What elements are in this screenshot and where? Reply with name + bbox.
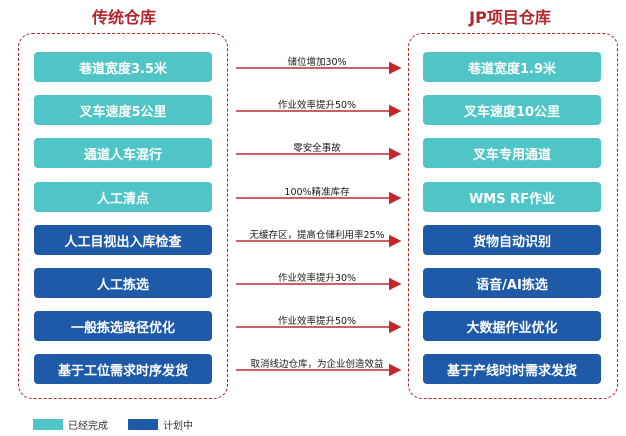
legend-label-done: 已经完成 bbox=[68, 421, 108, 432]
traditional-item: 叉车速度5公里 bbox=[34, 95, 212, 125]
improvement-note: 作业效率提升30% bbox=[277, 273, 357, 284]
improvement-note: 无缓存区，提高仓储利用率25% bbox=[249, 230, 385, 241]
jp-item: 叉车专用通道 bbox=[423, 138, 601, 168]
traditional-item: 通道人车混行 bbox=[34, 138, 212, 168]
improvement-note: 作业效率提升50% bbox=[277, 316, 357, 327]
traditional-item: 一般拣选路径优化 bbox=[34, 311, 212, 341]
left-column-title: 传统仓库 bbox=[91, 8, 156, 27]
traditional-item: 人工目视出入库检查 bbox=[34, 225, 212, 255]
improvement-note: 100%精准库存 bbox=[284, 187, 350, 198]
improvement-note: 储位增加30% bbox=[287, 57, 347, 68]
jp-item: 大数据作业优化 bbox=[423, 311, 601, 341]
traditional-item: 人工清点 bbox=[34, 182, 212, 212]
jp-item: WMS RF作业 bbox=[423, 182, 601, 212]
jp-item: 巷道宽度1.9米 bbox=[423, 52, 601, 82]
left-frame bbox=[18, 33, 228, 399]
legend-swatch-planned bbox=[128, 419, 158, 430]
improvement-note: 作业效率提升50% bbox=[277, 100, 357, 111]
jp-item: 基于产线时时需求发货 bbox=[423, 354, 601, 384]
right-frame bbox=[408, 33, 618, 399]
traditional-item: 人工拣选 bbox=[34, 268, 212, 298]
right-column-title: JP项目仓库 bbox=[469, 8, 551, 27]
legend-label-planned: 计划中 bbox=[163, 421, 193, 432]
traditional-item: 巷道宽度3.5米 bbox=[34, 52, 212, 82]
traditional-item: 基于工位需求时序发货 bbox=[34, 354, 212, 384]
improvement-note: 零安全事故 bbox=[293, 143, 341, 154]
jp-item: 语音/AI拣选 bbox=[423, 268, 601, 298]
improvement-note: 取消线边仓库，为企业创造效益 bbox=[250, 359, 384, 370]
legend-swatch-done bbox=[33, 419, 63, 430]
jp-item: 叉车速度10公里 bbox=[423, 95, 601, 125]
jp-item: 货物自动识别 bbox=[423, 225, 601, 255]
